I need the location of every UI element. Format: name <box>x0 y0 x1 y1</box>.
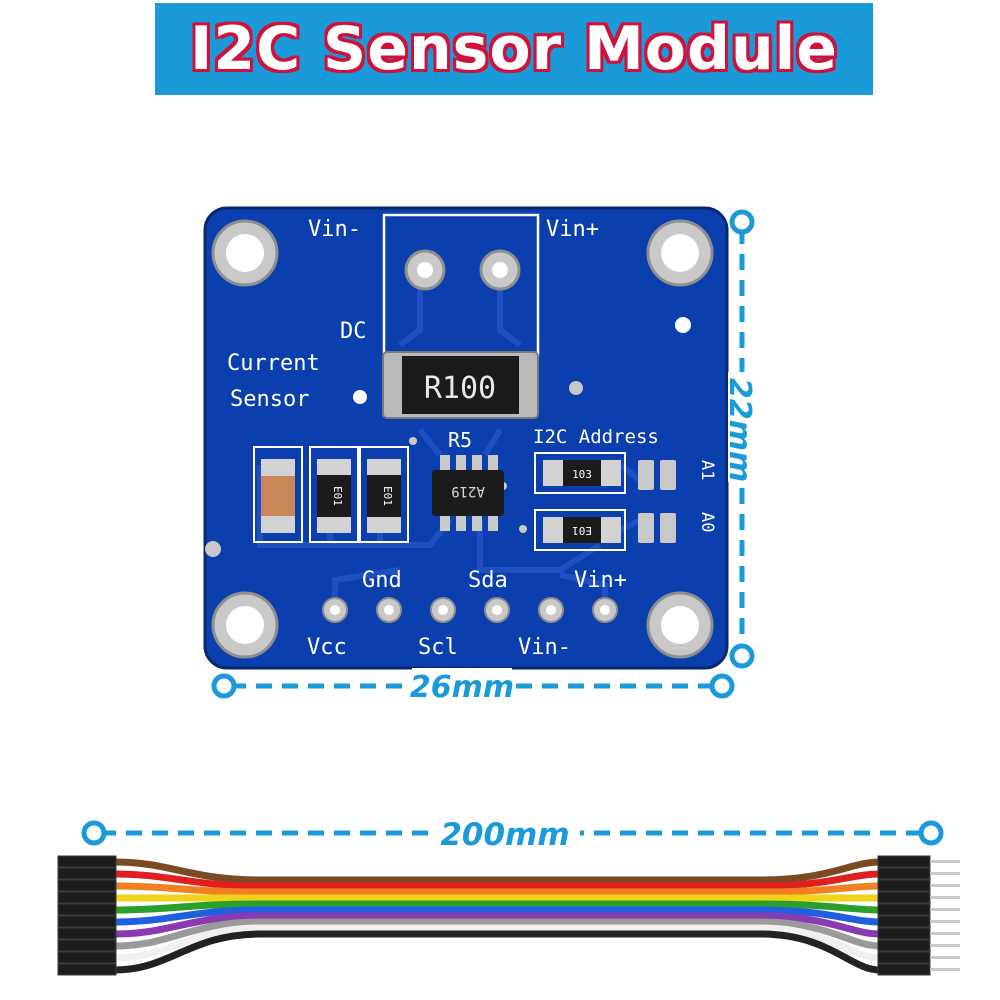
resistor-marking-1: E01 <box>331 486 344 506</box>
female-connector <box>57 963 117 976</box>
connector-pin <box>930 944 960 947</box>
label-current: Current <box>227 351 320 376</box>
male-connector <box>877 927 931 940</box>
mounting-holes <box>211 219 714 659</box>
width-label: 26mm <box>410 670 514 705</box>
header-pads <box>322 597 618 623</box>
connector-pin <box>930 872 960 875</box>
label-i2c-address: I2C Address <box>533 426 659 448</box>
connector-pin <box>930 968 960 971</box>
height-label: 22mm <box>722 378 757 482</box>
chip-marking: A219 <box>451 483 485 499</box>
label-vin-plus-bottom: Vin+ <box>574 568 627 593</box>
resistor-marking-3: 103 <box>572 468 592 481</box>
male-connector <box>877 891 931 904</box>
label-sensor: Sensor <box>230 387 309 412</box>
height-dimension: 22mm <box>722 209 757 669</box>
male-connector <box>877 879 931 892</box>
label-scl: Scl <box>418 635 458 660</box>
title-banner: I2C Sensor Module <box>155 3 873 95</box>
resistor-marking-4: E01 <box>572 524 592 537</box>
cable-wire <box>114 918 881 950</box>
ic-chip: A219 <box>432 455 504 531</box>
cable-wire <box>114 858 881 884</box>
shunt-resistor: R100 <box>382 351 539 419</box>
male-connector <box>877 903 931 916</box>
label-a1: A1 <box>697 460 717 480</box>
left-components: E01 E01 <box>253 446 409 543</box>
label-vin-minus-bottom: Vin- <box>518 635 571 660</box>
label-vcc: Vcc <box>307 635 347 660</box>
male-connector <box>877 855 931 868</box>
female-connector <box>57 867 117 880</box>
male-connector <box>877 951 931 964</box>
connector-pin <box>930 860 960 863</box>
jumper-cable <box>57 855 960 976</box>
label-vin-plus-top: Vin+ <box>546 217 599 242</box>
label-dc: DC <box>340 319 367 344</box>
female-connector <box>57 855 117 868</box>
width-dimension: 26mm <box>211 668 735 705</box>
address-components: 103 E01 <box>534 452 676 551</box>
page-title: I2C Sensor Module <box>190 14 838 84</box>
cable-length-label: 200mm <box>440 817 569 853</box>
cable-wire <box>114 924 881 962</box>
male-connector <box>877 963 931 976</box>
female-connector <box>57 879 117 892</box>
label-a0: A0 <box>697 512 717 532</box>
connector-pin <box>930 920 960 923</box>
male-connector <box>877 867 931 880</box>
cable-wire <box>114 906 881 926</box>
connector-pin <box>930 884 960 887</box>
cable-wire <box>114 870 881 890</box>
label-gnd: Gnd <box>362 568 402 593</box>
female-connector <box>57 951 117 964</box>
connector-pin <box>930 896 960 899</box>
connector-pin <box>930 956 960 959</box>
female-connector <box>57 927 117 940</box>
female-connector <box>57 891 117 904</box>
female-connector <box>57 915 117 928</box>
pcb-board: R100 E01 E01 <box>203 206 729 670</box>
connector-pin <box>930 908 960 911</box>
female-connector <box>57 903 117 916</box>
shunt-marking: R100 <box>424 371 496 406</box>
male-connector <box>877 939 931 952</box>
label-r5: R5 <box>448 428 472 452</box>
female-connector <box>57 939 117 952</box>
cable-wire <box>114 900 881 914</box>
label-sda: Sda <box>468 568 508 593</box>
label-vin-minus-top: Vin- <box>308 217 361 242</box>
cable-wire <box>114 882 881 896</box>
male-connector <box>877 915 931 928</box>
cable-wire <box>114 912 881 938</box>
connector-pin <box>930 932 960 935</box>
cable-wire <box>114 930 881 974</box>
resistor-marking-2: E01 <box>381 486 394 506</box>
cable-dimension: 200mm <box>81 814 944 853</box>
terminal-holes <box>404 249 521 291</box>
